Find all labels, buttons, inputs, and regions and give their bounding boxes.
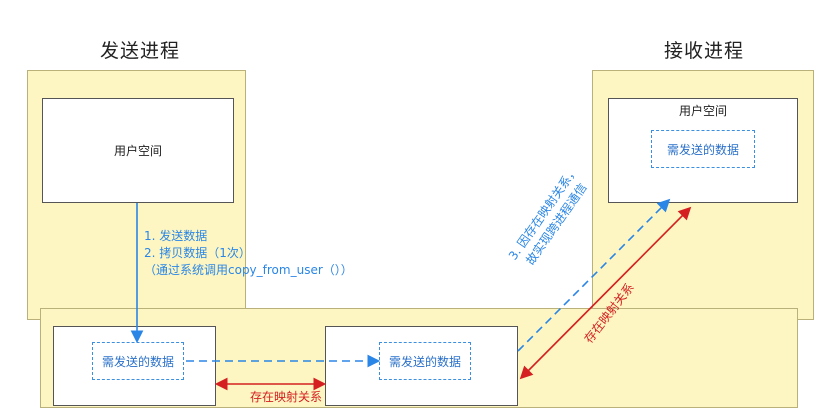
receiver-user-space-label: 用户空间 — [678, 104, 727, 118]
sender-data-label: 需发送的数据 — [101, 354, 174, 369]
receiver-data-box: 需发送的数据 — [651, 130, 755, 168]
receiver-user-space: 用户空间 — [608, 98, 798, 203]
middle-kernel-box — [325, 326, 518, 406]
mapping-diagonal-arrow — [519, 206, 692, 380]
sender-process-title: 发送进程 — [100, 40, 181, 62]
receiver-process-title: 接收进程 — [664, 40, 745, 62]
step2-detail-annotation: （通过系统调用copy_from_user（）） — [144, 263, 353, 277]
sender-user-space-label: 用户空间 — [113, 144, 162, 158]
step1-annotation: 1. 发送数据 — [144, 229, 208, 243]
middle-data-label: 需发送的数据 — [388, 354, 461, 369]
receiver-data-label: 需发送的数据 — [666, 142, 739, 157]
step2-annotation: 2. 拷贝数据（1次） — [144, 246, 251, 260]
ipc-arrow — [517, 198, 671, 352]
sender-user-space: 用户空间 — [42, 98, 234, 203]
